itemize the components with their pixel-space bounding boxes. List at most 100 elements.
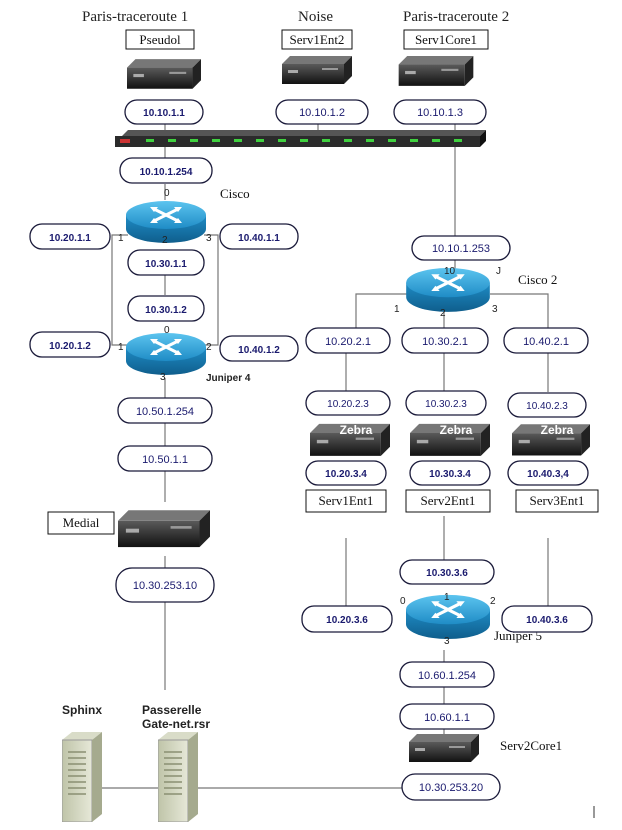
- svg-text:10.20.2.1: 10.20.2.1: [325, 336, 371, 348]
- ip-pill-10-40-1-2: 10.40.1.2: [219, 335, 299, 362]
- svg-text:10.30.3.6: 10.30.3.6: [426, 568, 468, 579]
- svg-text:Zebra: Zebra: [541, 423, 574, 437]
- server-icon-serv2core1: [409, 734, 479, 762]
- tower-icon-sphinx: [62, 732, 102, 822]
- ip-pill-10-30-3-6: 10.30.3.6: [399, 559, 495, 585]
- ip-pill-10-60-1-254: 10.60.1.254: [399, 661, 495, 688]
- ip-pill-10-10-1-3: 10.10.1.3: [393, 99, 487, 125]
- svg-text:10.20.1.1: 10.20.1.1: [49, 233, 91, 244]
- port-label: 3: [492, 304, 498, 315]
- host-box-serv1ent2: Serv1Ent2: [281, 29, 353, 50]
- ip-pill-10-50-1-254: 10.50.1.254: [117, 397, 213, 424]
- tower-icon-passerelle: [158, 732, 198, 822]
- switch-icon: [115, 130, 486, 147]
- svg-text:10.30.2.3: 10.30.2.3: [425, 399, 467, 410]
- ip-pill-10-10-1-1: 10.10.1.1: [124, 99, 204, 125]
- ip-pill-10-20-1-1: 10.20.1.1: [29, 223, 111, 250]
- ip-pill-10-30-3-4: 10.30.3.4: [409, 460, 491, 486]
- server-icon-serv1core1: [398, 56, 474, 86]
- switch-led: [168, 139, 176, 142]
- svg-text:10.30.1.1: 10.30.1.1: [145, 259, 187, 270]
- label-passerelle: Passerelle: [142, 703, 202, 717]
- switch-led: [300, 139, 308, 142]
- port-label: 1: [394, 304, 400, 315]
- ip-pill-10-10-1-253: 10.10.1.253: [411, 235, 511, 261]
- ip-pill-10-20-2-1: 10.20.2.1: [305, 327, 391, 354]
- host-box-serv1core1: Serv1Core1: [403, 29, 489, 50]
- ip-pill-10-20-1-2: 10.20.1.2: [29, 331, 111, 358]
- ip-pill-10-30-1-2: 10.30.1.2: [127, 295, 205, 322]
- svg-text:10.20.3.6: 10.20.3.6: [326, 615, 368, 626]
- svg-text:Serv1Ent2: Serv1Ent2: [290, 32, 345, 47]
- server-icon-zebra-3: Zebra: [512, 423, 590, 456]
- svg-text:10.50.1.1: 10.50.1.1: [142, 454, 188, 466]
- port-label: 1: [444, 592, 450, 603]
- port-label: 2: [440, 308, 446, 319]
- svg-text:Serv3Ent1: Serv3Ent1: [530, 493, 585, 508]
- ip-pill-10-60-1-1: 10.60.1.1: [399, 703, 495, 730]
- ip-pill-10-30-253-20: 10.30.253.20: [401, 773, 501, 801]
- switch-led: [234, 139, 242, 142]
- switch-led: [388, 139, 396, 142]
- port-label: 10: [444, 266, 456, 277]
- svg-text:Serv1Core1: Serv1Core1: [415, 32, 477, 47]
- title-paris-traceroute-1: Paris-traceroute 1: [82, 9, 188, 25]
- svg-text:10.10.1.3: 10.10.1.3: [417, 107, 463, 119]
- server-icon-noise: [282, 56, 352, 84]
- ip-pill-10-40-1-1: 10.40.1.1: [219, 223, 299, 250]
- port-label: J: [496, 266, 501, 277]
- port-label: 2: [206, 342, 212, 353]
- ip-pill-10-20-2-3: 10.20.2.3: [305, 390, 391, 416]
- svg-text:10.30.3.4: 10.30.3.4: [429, 469, 471, 480]
- ip-pill-10-10-1-254: 10.10.1.254: [119, 157, 213, 184]
- port-label: 2: [162, 235, 168, 246]
- router-icon-juniper4: [126, 331, 206, 377]
- port-label: 2: [490, 596, 496, 607]
- svg-text:10.10.1.254: 10.10.1.254: [140, 167, 193, 178]
- ip-pill-10-40-2-3: 10.40.2.3: [507, 392, 587, 418]
- svg-text:10.20.3.4: 10.20.3.4: [325, 469, 367, 480]
- svg-text:10.10.1.2: 10.10.1.2: [299, 107, 345, 119]
- server-icon-pseudol: [127, 59, 201, 89]
- port-label: 3: [206, 233, 212, 244]
- svg-text:Pseudol: Pseudol: [139, 32, 181, 47]
- switch-led: [410, 139, 418, 142]
- svg-text:Zebra: Zebra: [440, 423, 473, 437]
- svg-text:10.60.1.254: 10.60.1.254: [418, 670, 476, 682]
- svg-text:10.10.1.1: 10.10.1.1: [143, 108, 185, 119]
- svg-text:10.40.3,4: 10.40.3,4: [527, 469, 569, 480]
- switch-led: [278, 139, 286, 142]
- svg-text:10.50.1.254: 10.50.1.254: [136, 406, 194, 418]
- svg-text:10.30.253.10: 10.30.253.10: [133, 580, 197, 592]
- svg-text:Zebra: Zebra: [340, 423, 373, 437]
- switch-led: [454, 139, 462, 142]
- port-label: 0: [164, 188, 170, 199]
- ip-pill-10-30-1-1: 10.30.1.1: [127, 249, 205, 276]
- svg-text:10.40.2.1: 10.40.2.1: [523, 336, 569, 348]
- svg-text:10.30.2.1: 10.30.2.1: [422, 336, 468, 348]
- ip-pill-10-40-2-1: 10.40.2.1: [503, 327, 589, 354]
- links: [102, 122, 549, 789]
- svg-text:10.40.1.2: 10.40.1.2: [238, 345, 280, 356]
- router-label-cisco2: Cisco 2: [518, 272, 557, 287]
- label-sphinx: Sphinx: [62, 703, 102, 717]
- router-label-juniper4: Juniper 4: [206, 373, 251, 384]
- svg-text:Serv1Ent1: Serv1Ent1: [319, 493, 374, 508]
- switch-led: [344, 139, 352, 142]
- ip-pill-10-30-253-10: 10.30.253.10: [115, 567, 215, 603]
- ip-pill-10-30-2-1: 10.30.2.1: [401, 327, 489, 354]
- server-icon-zebra-1: Zebra: [310, 423, 390, 456]
- port-label: 1: [118, 342, 124, 353]
- ip-pill-10-20-3-4: 10.20.3.4: [305, 460, 387, 486]
- ip-pill-10-30-2-3: 10.30.2.3: [405, 390, 487, 416]
- switch-led: [432, 139, 440, 142]
- host-box-serv1ent1: Serv1Ent1: [305, 489, 387, 513]
- server-icon-zebra-2: Zebra: [410, 423, 490, 456]
- server-icon-medial: [118, 510, 210, 548]
- svg-text:10.20.1.2: 10.20.1.2: [49, 341, 91, 352]
- svg-text:10.10.1.253: 10.10.1.253: [432, 243, 490, 255]
- switch-led: [366, 139, 374, 142]
- switch-led: [212, 139, 220, 142]
- host-box-pseudol: Pseudol: [125, 29, 195, 50]
- host-box-serv2ent1: Serv2Ent1: [405, 489, 491, 513]
